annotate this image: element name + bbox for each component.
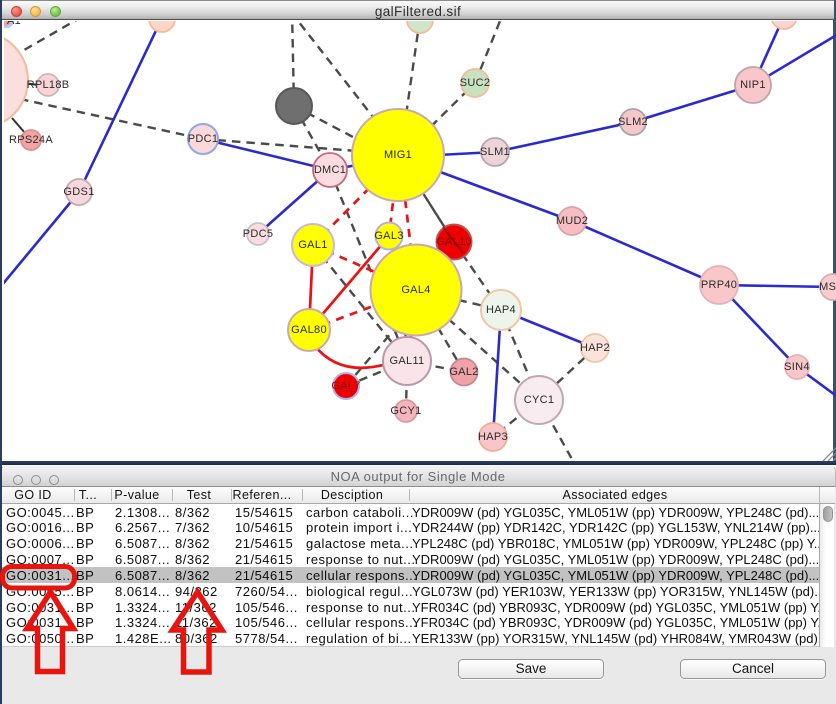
svg-text:CYC1: CYC1 (524, 394, 555, 406)
svg-text:SUC2: SUC2 (460, 77, 491, 89)
svg-text:GAL80: GAL80 (291, 324, 327, 336)
svg-text:PDC1: PDC1 (188, 133, 219, 145)
svg-text:GCY1: GCY1 (390, 405, 421, 417)
svg-text:HAP2: HAP2 (580, 342, 610, 354)
svg-text:GAL3: GAL3 (374, 230, 403, 242)
svg-text:GAL7: GAL7 (331, 380, 360, 392)
svg-text:PDC5: PDC5 (243, 228, 274, 240)
svg-text:GAL1: GAL1 (298, 239, 327, 251)
svg-text:SIN4: SIN4 (784, 361, 810, 373)
svg-text:MIG1: MIG1 (384, 149, 412, 161)
svg-text:SLM2: SLM2 (618, 116, 648, 128)
svg-text:DMC1: DMC1 (314, 164, 346, 176)
svg-text:HAP4: HAP4 (486, 304, 516, 316)
svg-text:SLM1: SLM1 (480, 146, 510, 158)
svg-text:GAL2: GAL2 (449, 366, 478, 378)
svg-text:NIP1: NIP1 (740, 79, 766, 91)
svg-text:RPA1: RPA1 (4, 21, 21, 27)
svg-text:HAP3: HAP3 (478, 431, 508, 443)
svg-text:RPL18B: RPL18B (27, 79, 70, 91)
svg-text:GAL4: GAL4 (401, 284, 430, 296)
svg-text:GAL11: GAL11 (390, 355, 425, 367)
svg-text:RPS24A: RPS24A (9, 134, 53, 146)
svg-text:MUD2: MUD2 (556, 215, 588, 227)
svg-text:GDS1: GDS1 (63, 186, 94, 198)
svg-text:GAL10: GAL10 (436, 236, 472, 248)
svg-text:PRP40: PRP40 (701, 279, 737, 291)
svg-text:MSN5: MSN5 (819, 281, 836, 293)
